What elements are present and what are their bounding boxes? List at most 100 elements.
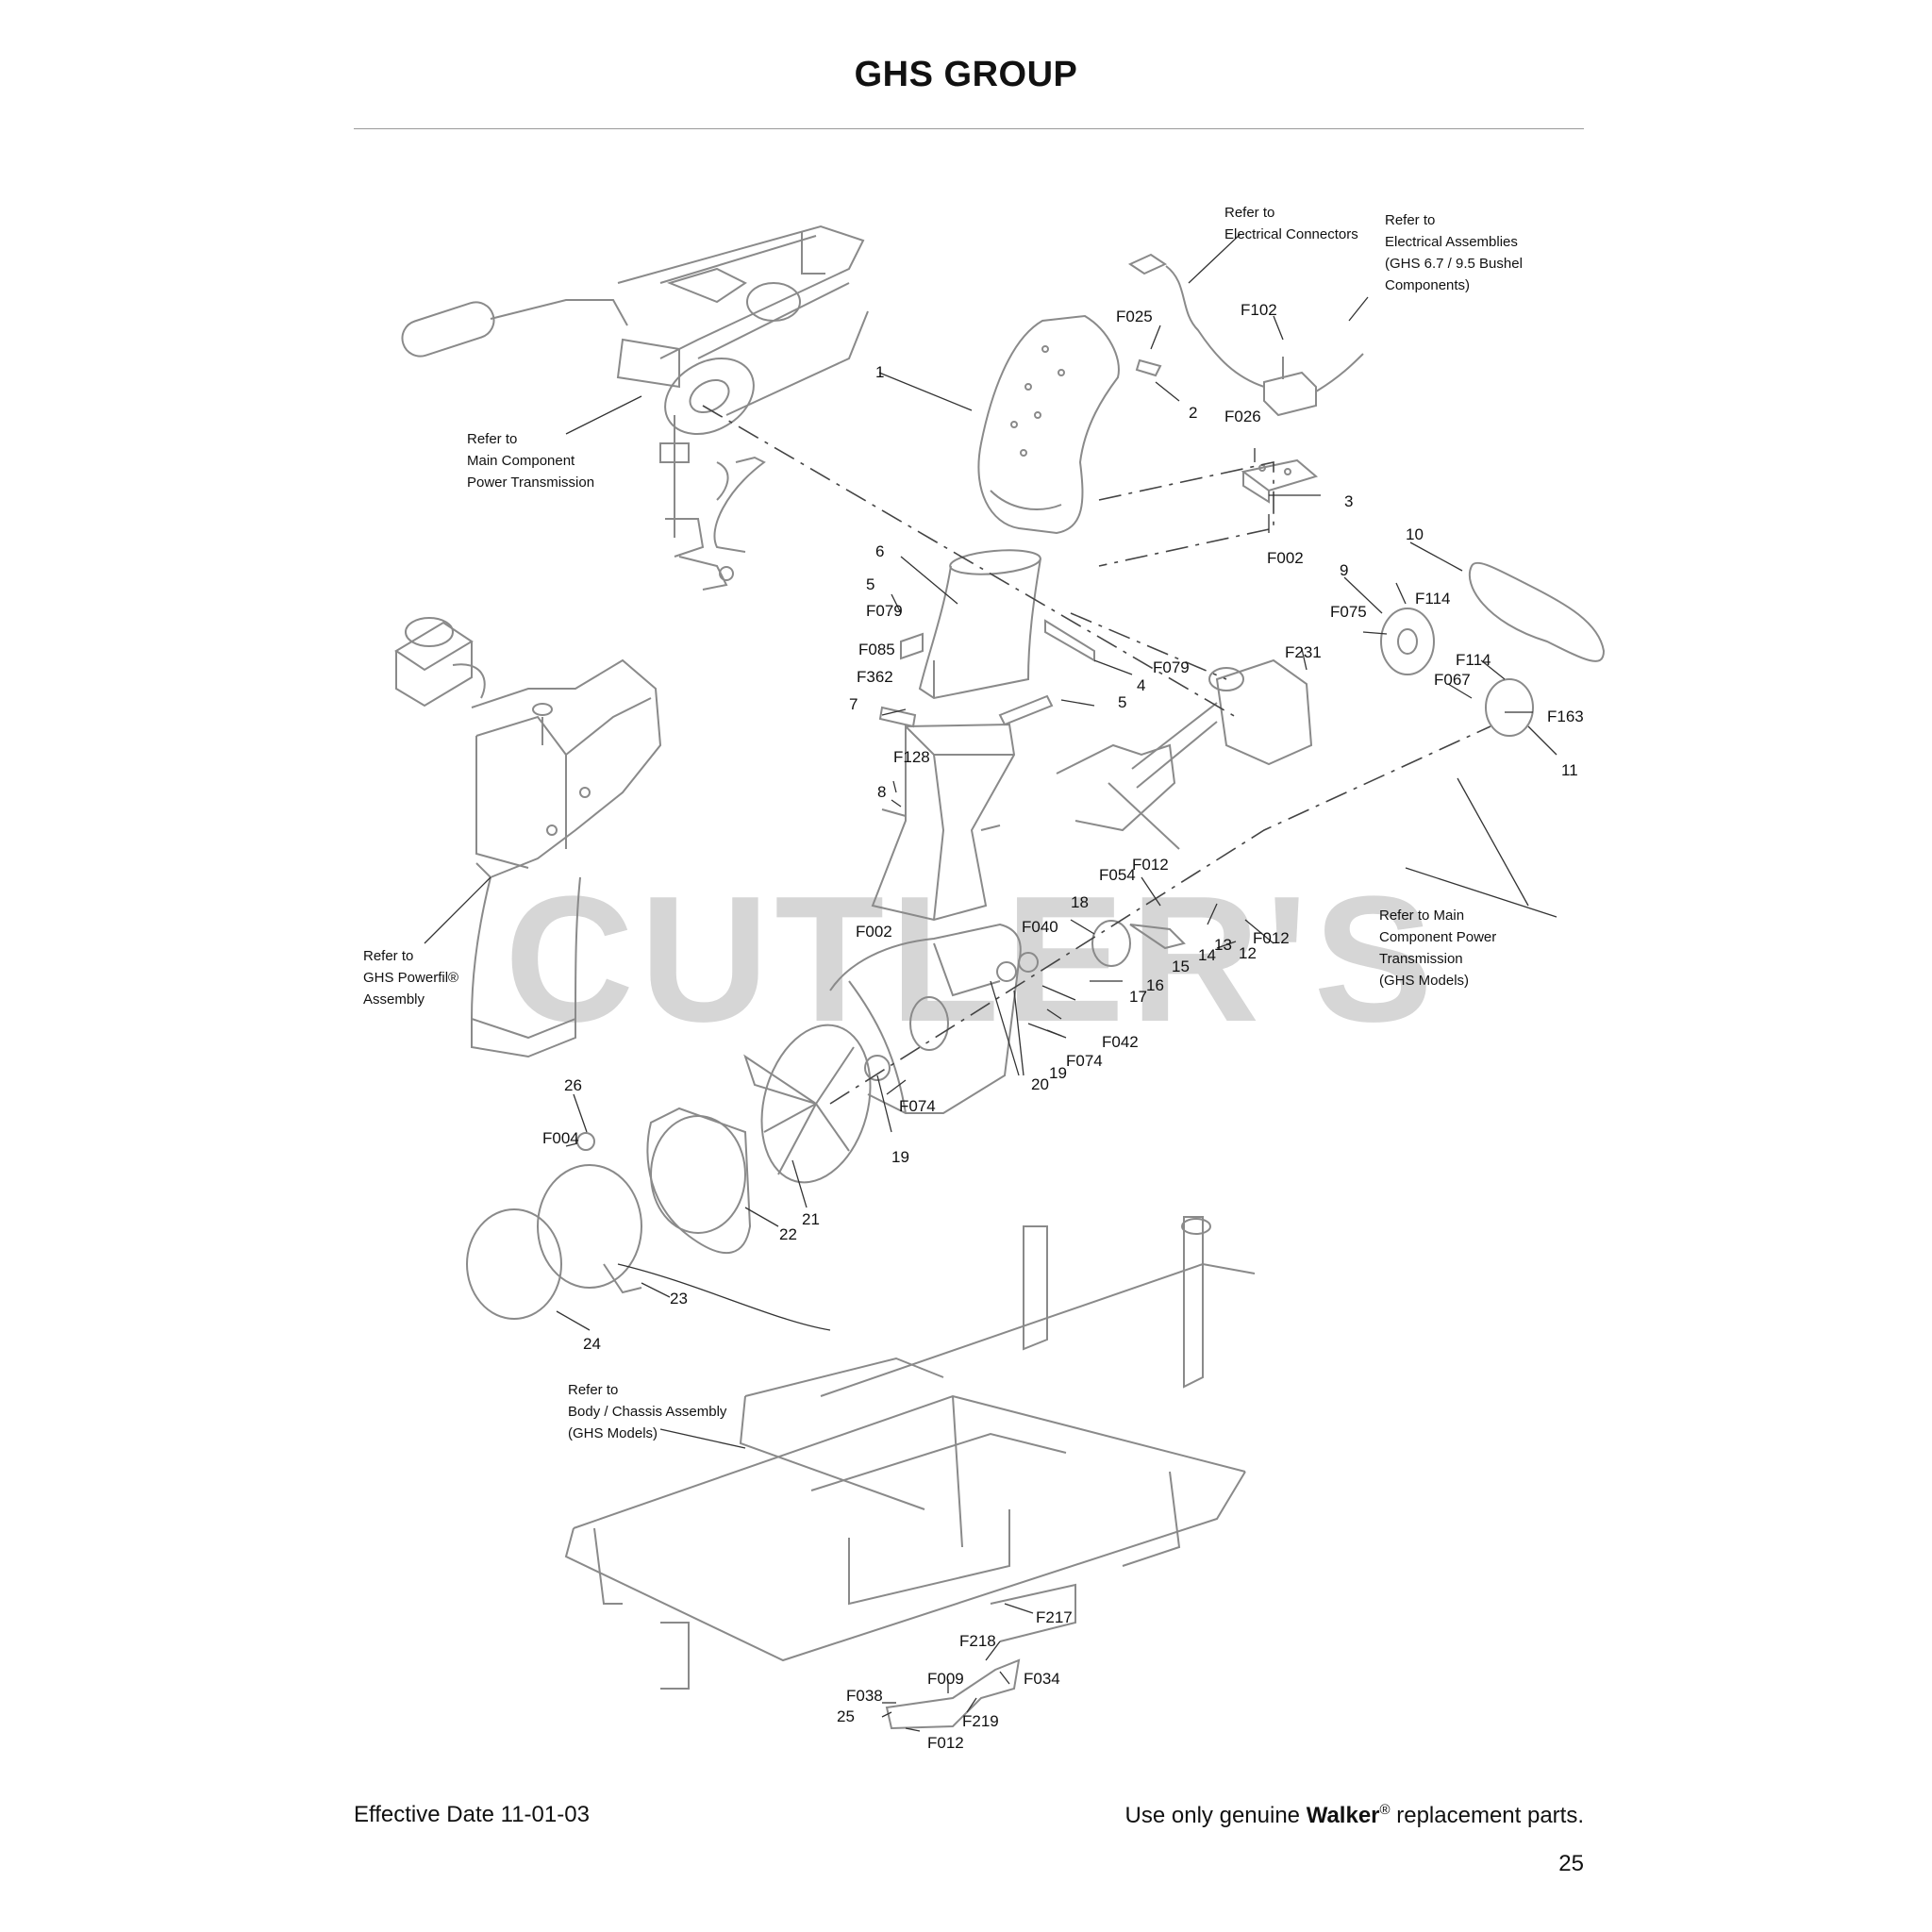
callout-13: 13 [1214, 936, 1232, 954]
callout-9: 9 [1340, 561, 1348, 579]
callout-f038: F038 [846, 1687, 883, 1705]
callout-f231: F231 [1285, 643, 1322, 661]
callout-26: 26 [564, 1076, 582, 1094]
part-9-pulley-hub [1397, 628, 1418, 655]
callout-6: 6 [875, 542, 884, 560]
callout-f004: F004 [542, 1129, 579, 1147]
callout-12: 12 [1239, 944, 1257, 962]
effective-date: Effective Date 11-01-03 [354, 1802, 590, 1827]
ref-electrical-connectors: Refer to Electrical Connectors [1224, 205, 1358, 242]
callout-17: 17 [1129, 988, 1147, 1006]
callout-5-right: 5 [1118, 693, 1126, 711]
brand-name: Walker [1306, 1803, 1380, 1828]
callout-23: 23 [670, 1290, 688, 1307]
assembly-line-1 [702, 405, 1237, 718]
callout-f362: F362 [857, 668, 893, 686]
callout-f042: F042 [1102, 1033, 1139, 1051]
callout-10: 10 [1406, 525, 1424, 543]
notice-prefix: Use only genuine [1124, 1803, 1301, 1828]
callout-f002-top: F002 [1267, 549, 1304, 567]
part-10-belt [1468, 561, 1606, 662]
part-20-fan-housing [829, 923, 1022, 1114]
callout-f074-left: F074 [899, 1097, 936, 1115]
callout-1: 1 [875, 363, 884, 381]
callout-18: 18 [1071, 893, 1089, 911]
part-12-tension-arm [1129, 924, 1186, 950]
callout-f219: F219 [962, 1712, 999, 1730]
assembly-line-3 [829, 725, 1491, 1105]
page-number: 25 [1558, 1851, 1584, 1876]
callout-19-right: 19 [1049, 1064, 1067, 1082]
callout-f040: F040 [1022, 918, 1058, 936]
callout-24: 24 [583, 1335, 601, 1353]
part-4-bracket [1044, 619, 1095, 662]
callout-f025: F025 [1116, 308, 1153, 325]
callout-f217: F217 [1036, 1608, 1073, 1626]
registered-mark: ® [1379, 1802, 1391, 1818]
callout-f075: F075 [1330, 603, 1367, 621]
callout-f085: F085 [858, 641, 895, 658]
callout-f114-top: F114 [1415, 590, 1451, 608]
ghs-powerfil-assembly [394, 617, 662, 1058]
power-transmission-assembly [401, 225, 869, 591]
assembly-line-2 [1098, 461, 1274, 567]
callout-f218: F218 [959, 1632, 996, 1650]
ref-ghs-powerfil-assembly: Refer to GHS Powerfil® Assembly [363, 948, 462, 1008]
callout-21: 21 [802, 1210, 820, 1228]
callout-20: 20 [1031, 1075, 1049, 1093]
part-1-hood [977, 314, 1120, 535]
part-7-strip [878, 706, 917, 728]
callout-16: 16 [1146, 976, 1164, 994]
callout-f034: F034 [1024, 1670, 1060, 1688]
callout-f102: F102 [1241, 301, 1277, 319]
callout-5-left: 5 [866, 575, 874, 593]
page-title: GHS GROUP [854, 55, 1078, 94]
part-22-back-plate [646, 1107, 752, 1254]
part-8-chute-lower [871, 723, 1016, 922]
callout-f079-right: F079 [1153, 658, 1190, 676]
part-9-pulley [1380, 608, 1435, 675]
callout-f012-right: F012 [1253, 929, 1290, 947]
bearing-19-right-a [996, 961, 1017, 982]
ref-electrical-assemblies: Refer to Electrical Assemblies (GHS 6.7 … [1385, 212, 1526, 293]
part-18-idler-pulley [1091, 920, 1131, 967]
part-21-impeller [743, 1024, 872, 1184]
part-5-bracket-right [998, 694, 1054, 726]
callout-f026: F026 [1224, 408, 1261, 425]
part-2-bracket [1135, 358, 1162, 377]
callout-14: 14 [1198, 946, 1216, 964]
part-26-fitting [576, 1132, 595, 1151]
electrical-switch [1127, 253, 1364, 417]
body-chassis-assembly [564, 1216, 1256, 1690]
part-23-inlet-ring [537, 1164, 642, 1294]
callout-f002-mid: F002 [856, 923, 892, 941]
watermark: CUTLER'S [505, 859, 1439, 1059]
callout-f067: F067 [1434, 671, 1471, 689]
callout-15: 15 [1172, 958, 1190, 975]
callout-f114-right: F114 [1456, 651, 1491, 669]
ref-main-component-power-ghs: Refer to Main Component Power Transmissi… [1379, 908, 1500, 989]
callout-2: 2 [1189, 404, 1197, 422]
part-25-bracket [885, 1658, 1021, 1730]
ref-body-chassis-assembly: Refer to Body / Chassis Assembly (GHS Mo… [568, 1382, 731, 1441]
assembly-line-4 [1070, 612, 1227, 680]
bearing-19-left [864, 1055, 891, 1081]
callout-f012-top: F012 [1132, 856, 1169, 874]
title-divider [354, 128, 1584, 129]
callout-25: 25 [837, 1707, 855, 1725]
callout-f009: F009 [927, 1670, 964, 1688]
part-6-chute-upper [918, 549, 1041, 700]
callout-f163: F163 [1547, 708, 1584, 725]
callout-8: 8 [877, 783, 886, 801]
callout-f079-left: F079 [866, 602, 903, 620]
ref-main-power-transmission: Refer to Main Component Power Transmissi… [467, 431, 594, 491]
notice-suffix: replacement parts. [1396, 1803, 1584, 1828]
genuine-parts-notice: Use only genuine Walker® replacement par… [1125, 1802, 1584, 1829]
callout-3: 3 [1344, 492, 1353, 510]
callout-19-left: 19 [891, 1148, 909, 1166]
part-24-ring [466, 1208, 562, 1320]
callout-4: 4 [1137, 676, 1145, 694]
callout-11: 11 [1561, 761, 1578, 779]
callout-f012-bottom: F012 [927, 1734, 964, 1752]
